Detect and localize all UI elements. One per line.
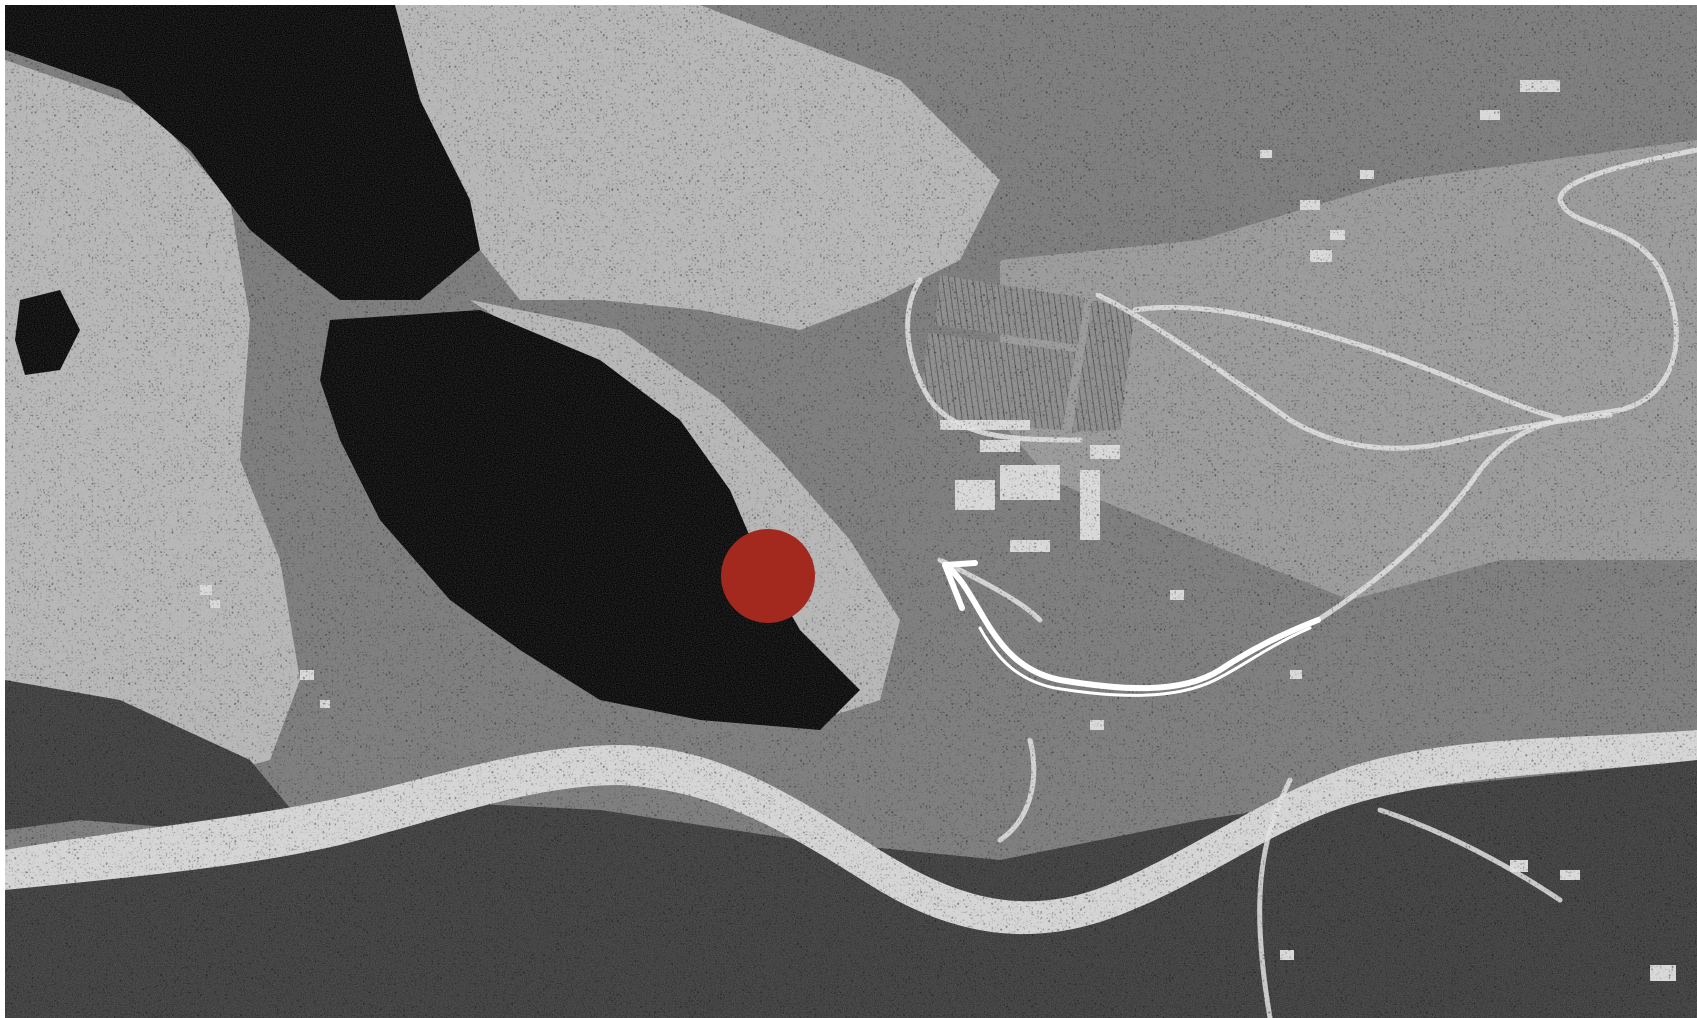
route-arrow bbox=[942, 560, 1321, 697]
location-dot-icon bbox=[721, 529, 815, 623]
route-arrow-trail bbox=[978, 626, 1312, 697]
route-arrow-icon bbox=[942, 560, 1321, 692]
